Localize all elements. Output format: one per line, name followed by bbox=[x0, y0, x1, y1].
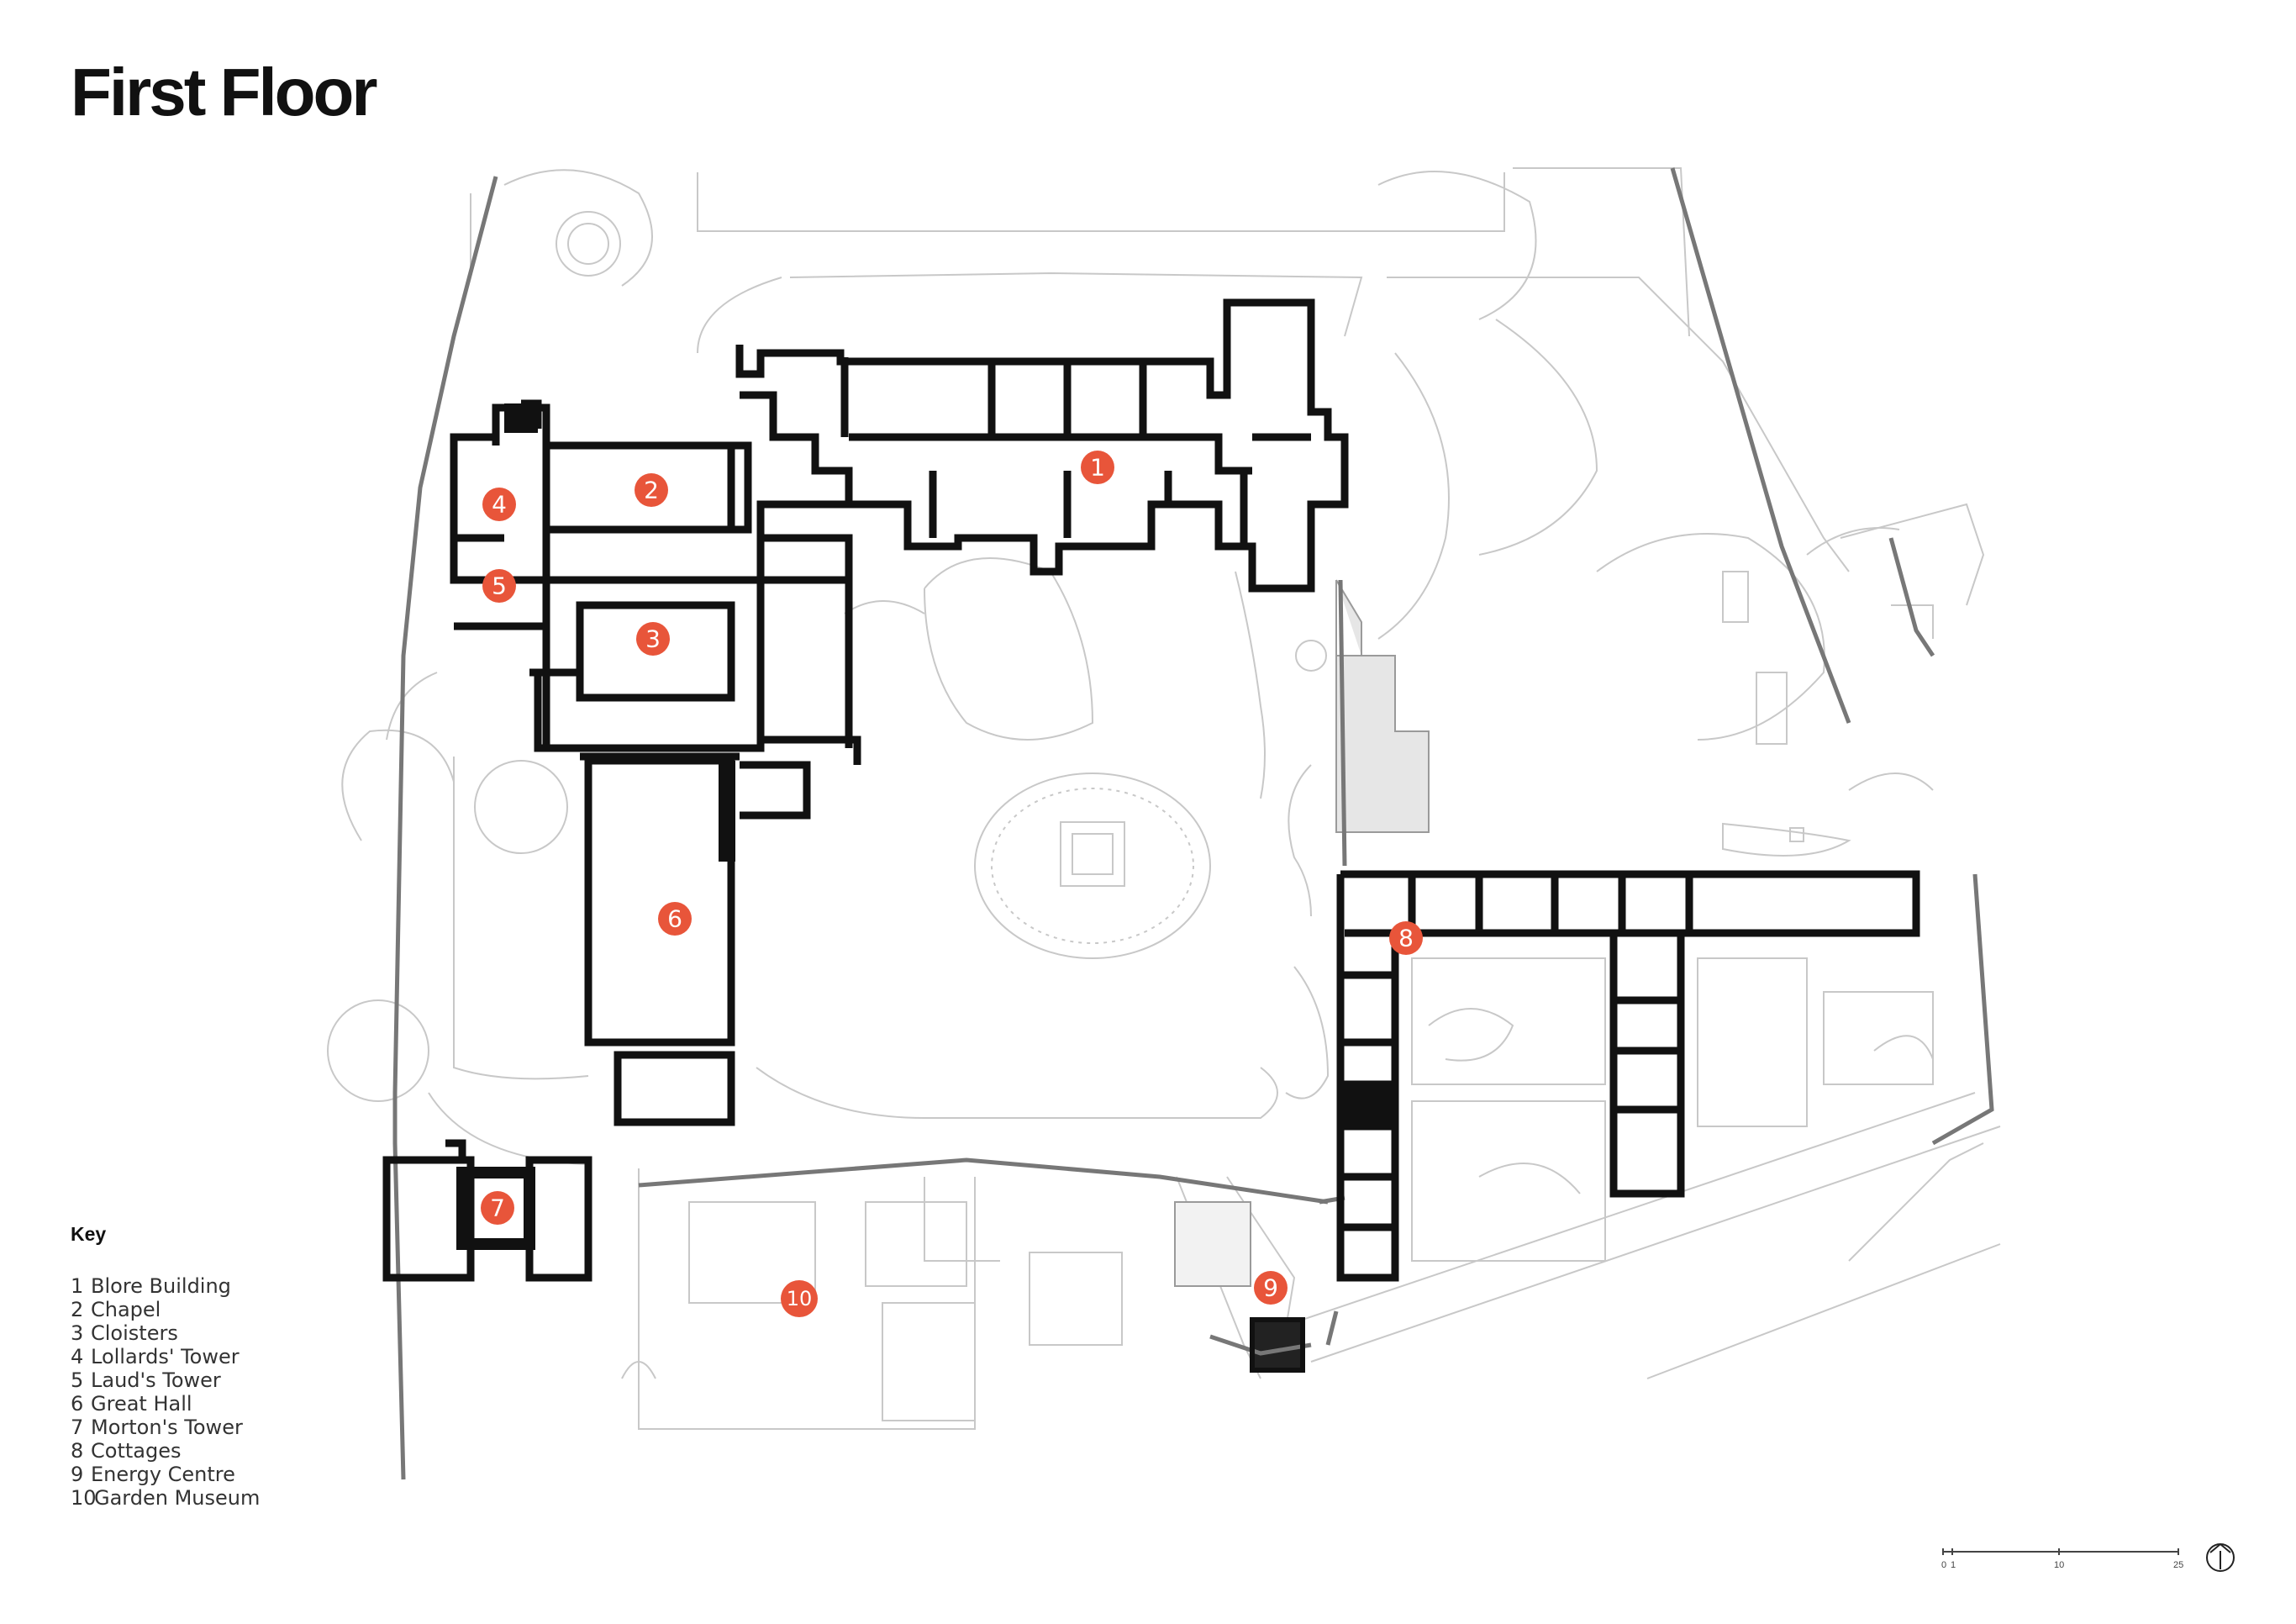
page-title: First Floor bbox=[71, 55, 378, 129]
marker-6[interactable]: 6 bbox=[658, 902, 692, 936]
marker-9[interactable]: 9 bbox=[1254, 1271, 1288, 1305]
scale-bar: 0 1 10 25 bbox=[1941, 1547, 2185, 1580]
key-item: 10Garden Museum bbox=[71, 1486, 356, 1510]
key-legend: Key 1 Blore Building 2 Chapel 3 Cloisters 4… bbox=[71, 1223, 356, 1510]
svg-text:1: 1 bbox=[1090, 454, 1105, 482]
marker-8[interactable]: 8 bbox=[1389, 921, 1423, 955]
key-item: 7 Morton's Tower bbox=[71, 1416, 356, 1439]
scale-tick-label: 1 bbox=[1951, 1560, 1956, 1570]
key-item: 2 Chapel bbox=[71, 1298, 356, 1321]
marker-10[interactable]: 10 bbox=[781, 1280, 818, 1317]
key-list: 1 Blore Building 2 Chapel 3 Cloisters 4 Loll… bbox=[71, 1274, 356, 1510]
key-item-label: Blore Building bbox=[91, 1274, 231, 1298]
scale-bar-line bbox=[1942, 1548, 2179, 1555]
key-item-number: 6 bbox=[71, 1392, 84, 1416]
key-item-label: Laud's Tower bbox=[91, 1368, 221, 1392]
marker-2[interactable]: 2 bbox=[635, 473, 668, 507]
key-item: 6 Great Hall bbox=[71, 1392, 356, 1416]
key-item: 1 Blore Building bbox=[71, 1274, 356, 1298]
key-item-label: Energy Centre bbox=[91, 1463, 235, 1486]
svg-text:3: 3 bbox=[645, 625, 661, 653]
key-item-number: 7 bbox=[71, 1416, 84, 1439]
key-item-number: 8 bbox=[71, 1439, 84, 1463]
svg-text:8: 8 bbox=[1398, 925, 1414, 952]
key-item: 9 Energy Centre bbox=[71, 1463, 356, 1486]
key-item-label: Cloisters bbox=[91, 1321, 178, 1345]
marker-4[interactable]: 4 bbox=[482, 488, 516, 521]
scale-tick-label: 25 bbox=[2173, 1560, 2184, 1570]
marker-1[interactable]: 1 bbox=[1081, 451, 1114, 484]
key-item-label: Morton's Tower bbox=[91, 1416, 243, 1439]
key-item-label: Cottages bbox=[91, 1439, 182, 1463]
scale-tick-label: 0 bbox=[1941, 1560, 1947, 1570]
key-title: Key bbox=[71, 1223, 107, 1245]
marker-5[interactable]: 5 bbox=[482, 569, 516, 603]
key-item-label: Lollards' Tower bbox=[91, 1345, 240, 1368]
key-item-number: 2 bbox=[71, 1298, 84, 1321]
north-arrow-icon bbox=[2206, 1542, 2235, 1572]
marker-7[interactable]: 7 bbox=[481, 1191, 514, 1225]
key-item-number: 10 bbox=[71, 1486, 97, 1510]
key-item: 8 Cottages bbox=[71, 1439, 356, 1463]
boundary-walls bbox=[392, 167, 1994, 1480]
room-markers: 1 2 3 4 5 6 7 8 9 10 bbox=[481, 451, 1423, 1317]
key-item-label: Chapel bbox=[91, 1298, 161, 1321]
svg-text:2: 2 bbox=[644, 477, 659, 504]
infill-areas bbox=[1174, 579, 1430, 1371]
svg-text:6: 6 bbox=[667, 905, 682, 933]
scale-tick-label: 10 bbox=[2054, 1560, 2065, 1570]
building-walls bbox=[382, 298, 1920, 1373]
marker-3[interactable]: 3 bbox=[636, 622, 670, 656]
key-item: 5 Laud's Tower bbox=[71, 1368, 356, 1392]
solid-masses bbox=[504, 403, 1395, 1126]
svg-text:10: 10 bbox=[787, 1287, 813, 1310]
svg-text:9: 9 bbox=[1263, 1274, 1278, 1302]
key-item-number: 9 bbox=[71, 1463, 84, 1486]
key-item: 3 Cloisters bbox=[71, 1321, 356, 1345]
key-item-number: 5 bbox=[71, 1368, 84, 1392]
svg-text:5: 5 bbox=[492, 572, 507, 600]
key-item-number: 4 bbox=[71, 1345, 84, 1368]
context-linework bbox=[327, 167, 2001, 1430]
key-item-label: Great Hall bbox=[91, 1392, 192, 1416]
svg-text:7: 7 bbox=[490, 1194, 505, 1222]
key-item-number: 3 bbox=[71, 1321, 84, 1345]
key-item: 4 Lollards' Tower bbox=[71, 1345, 356, 1368]
key-item-label: Garden Museum bbox=[94, 1486, 261, 1510]
key-item-number: 1 bbox=[71, 1274, 84, 1298]
svg-text:4: 4 bbox=[492, 491, 507, 519]
